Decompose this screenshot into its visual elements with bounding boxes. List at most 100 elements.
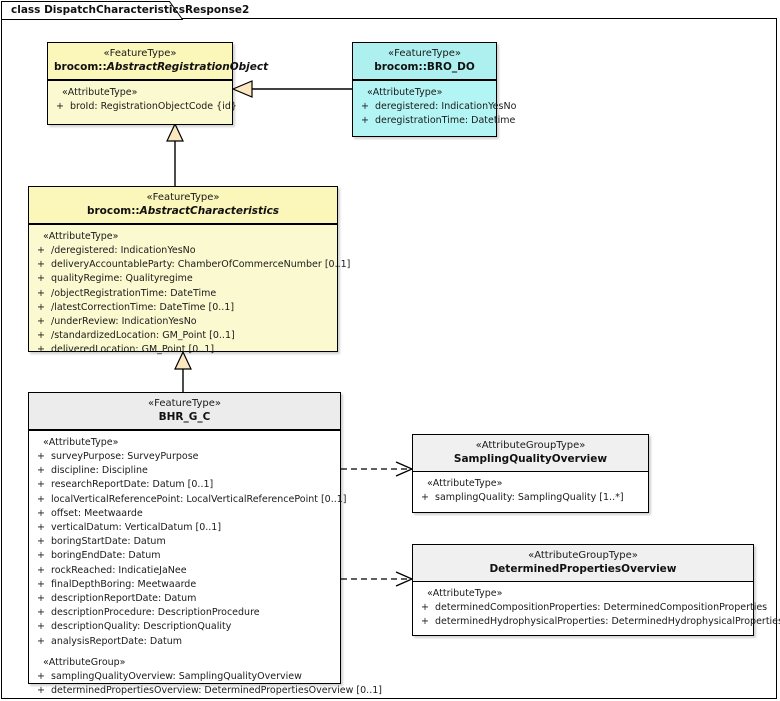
attribute-text: /objectRegistrationTime: DateTime <box>51 287 217 299</box>
attribute-text: deregistrationTime: Datetime <box>375 115 516 127</box>
attribute-text: samplingQualityOverview: SamplingQuality… <box>51 670 302 682</box>
attribute-text: finalDepthBoring: Meetwaarde <box>51 578 197 590</box>
class-bhr-g-c[interactable]: «FeatureType» BHR_G_C «AttributeType» +s… <box>28 392 382 696</box>
attribute-row: + analysisReportDate: Datum <box>33 635 336 649</box>
class-abstract-characteristics[interactable]: «FeatureType» brocom::AbstractCharacteri… <box>28 186 350 355</box>
attribute-visibility: + <box>37 245 45 256</box>
class-stereotype: «AttributeGroupType» <box>475 440 586 451</box>
attribute-compartment: «AttributeType» + broId: RegistrationObj… <box>48 81 237 119</box>
attribute-text: deliveryAccountableParty: ChamberOfComme… <box>51 259 351 271</box>
attribute-text: /latestCorrectionTime: DateTime [0..1] <box>51 301 235 313</box>
attribute-row: +descriptionProcedure: DescriptionProced… <box>33 606 336 620</box>
attribute-row: + samplingQuality: SamplingQuality [1..*] <box>417 491 644 505</box>
class-name: brocom::BRO_DO <box>359 60 490 74</box>
class-stereotype: «FeatureType» <box>146 192 220 203</box>
attribute-visibility: + <box>361 115 369 127</box>
class-name: BHR_G_C <box>35 410 334 424</box>
attribute-visibility: + <box>37 564 45 576</box>
attribute-row: +deliveredLocation: GM_Point [0..1] <box>33 343 333 357</box>
attribute-text: descriptionQuality: DescriptionQuality <box>51 621 232 633</box>
attribute-row: + researchReportDate: Datum [0..1] <box>33 478 336 492</box>
attribute-text: samplingQuality: SamplingQuality [1..*] <box>435 492 624 503</box>
class-determined-properties-overview[interactable]: «AttributeGroupType» DeterminedPropertie… <box>412 544 780 636</box>
class-header: «AttributeGroupType» DeterminedPropertie… <box>413 545 753 582</box>
attribute-compartment: «AttributeType» +surveyPurpose: SurveyPu… <box>29 431 382 701</box>
attribute-visibility: + <box>37 550 45 562</box>
class-namespace: brocom:: <box>86 205 140 217</box>
attribute-visibility: + <box>37 621 45 633</box>
attribute-compartment: «AttributeType» +samplingQuality: Sampli… <box>413 472 648 510</box>
attribute-visibility: + <box>37 507 45 519</box>
attribute-text: boringEndDate: Datum <box>51 550 161 562</box>
compartment-label: «AttributeType» <box>43 437 119 448</box>
attribute-row: + boringEndDate: Datum <box>33 549 336 563</box>
attribute-visibility: + <box>37 451 45 462</box>
class-name-text: SamplingQualityOverview <box>453 453 608 465</box>
attribute-visibility: + <box>37 465 45 477</box>
class-name-text: AbstractRegistrationObject <box>106 61 269 73</box>
attribute-text: analysisReportDate: Datum <box>51 635 183 647</box>
attribute-visibility: + <box>37 607 45 619</box>
attribute-text: offset: Meetwaarde <box>51 507 143 519</box>
compartment-label: «AttributeType» <box>367 87 443 98</box>
attribute-visibility: + <box>421 492 429 503</box>
attribute-compartment: «AttributeType» + deregistered: Indicati… <box>353 81 516 133</box>
attribute-row: + discipline: Discipline <box>33 464 336 478</box>
attribute-compartment: «AttributeType» + determinedCompositionPr… <box>413 582 780 634</box>
class-name-text: DeterminedPropertiesOverview <box>489 563 677 575</box>
compartment-spacer <box>33 649 336 656</box>
attribute-row: +verticalDatum: VerticalDatum [0..1] <box>33 521 336 535</box>
attribute-visibility: + <box>37 259 45 271</box>
attribute-visibility: + <box>421 616 429 628</box>
class-header: «AttributeGroupType» SamplingQualityOver… <box>413 435 648 472</box>
attribute-row: + determinedCompositionProperties: Determ… <box>417 601 767 615</box>
class-namespace: brocom:: <box>374 61 427 73</box>
attribute-visibility: + <box>37 301 45 313</box>
attribute-compartment: «AttributeType» +/deregistered: Indicati… <box>29 225 350 363</box>
attribute-text: determinedCompositionProperties: Determi… <box>435 602 768 613</box>
class-abstract-registration-object[interactable]: «FeatureType» brocom::AbstractRegistrati… <box>47 42 268 125</box>
attribute-row: + determinedPropertiesOverview: Determine… <box>33 684 382 698</box>
attribute-text: deliveredLocation: GM_Point [0..1] <box>51 344 215 356</box>
attribute-text: rockReached: IndicatieJaNee <box>51 564 187 576</box>
attribute-visibility: + <box>37 479 45 491</box>
attribute-text: localVerticalReferencePoint: LocalVertic… <box>51 493 347 505</box>
class-stereotype: «AttributeGroupType» <box>528 550 638 561</box>
attribute-visibility: + <box>37 493 45 505</box>
class-header: «FeatureType» brocom::AbstractCharacteri… <box>29 187 337 225</box>
class-stereotype: «FeatureType» <box>103 48 177 59</box>
attribute-text: /standardizedLocation: GM_Point [0..1] <box>51 330 235 342</box>
compartment-label: «AttributeType» <box>43 231 119 242</box>
attribute-visibility: + <box>361 101 369 112</box>
attribute-text: determinedPropertiesOverview: Determined… <box>51 685 382 697</box>
attribute-text: /underReview: IndicationYesNo <box>51 316 197 328</box>
class-name-text: AbstractCharacteristics <box>139 205 280 217</box>
title-tab-shape <box>1 1 183 20</box>
attribute-text: discipline: Discipline <box>51 465 148 477</box>
attribute-text: researchReportDate: Datum [0..1] <box>51 479 214 491</box>
attribute-visibility: + <box>37 685 45 697</box>
attribute-row: + /latestCorrectionTime: DateTime [0..1] <box>33 301 333 315</box>
compartment-label: «AttributeType» <box>62 87 138 98</box>
page-title: class DispatchCharacteristicsResponse2 <box>11 4 250 16</box>
attribute-row: +surveyPurpose: SurveyPurpose <box>33 450 336 464</box>
attribute-visibility: + <box>37 635 45 647</box>
attribute-visibility: + <box>37 273 45 285</box>
attribute-visibility: + <box>37 316 45 328</box>
class-bro-do[interactable]: «FeatureType» brocom::BRO_DO «AttributeT… <box>352 42 516 137</box>
class-header: «FeatureType» brocom::BRO_DO <box>353 43 496 81</box>
class-stereotype: «FeatureType» <box>148 398 221 409</box>
class-header: «FeatureType» brocom::AbstractRegistrati… <box>48 43 268 81</box>
attribute-text: deregistered: IndicationYesNo <box>375 101 517 112</box>
attribute-row: + deregistered: IndicationYesNo <box>357 100 516 114</box>
attribute-text: descriptionReportDate: Datum <box>51 593 197 605</box>
class-name: brocom::AbstractRegistrationObject <box>54 60 268 74</box>
compartment-label: «AttributeType» <box>427 588 503 599</box>
class-sampling-quality-overview[interactable]: «AttributeGroupType» SamplingQualityOver… <box>412 434 649 513</box>
attribute-row: +samplingQualityOverview: SamplingQualit… <box>33 670 336 684</box>
attribute-visibility: + <box>421 602 429 613</box>
attribute-group-label: «AttributeGroup» <box>43 656 126 668</box>
attribute-visibility: + <box>37 287 45 299</box>
diagram-title-tab: class DispatchCharacteristicsResponse2 <box>1 1 249 20</box>
